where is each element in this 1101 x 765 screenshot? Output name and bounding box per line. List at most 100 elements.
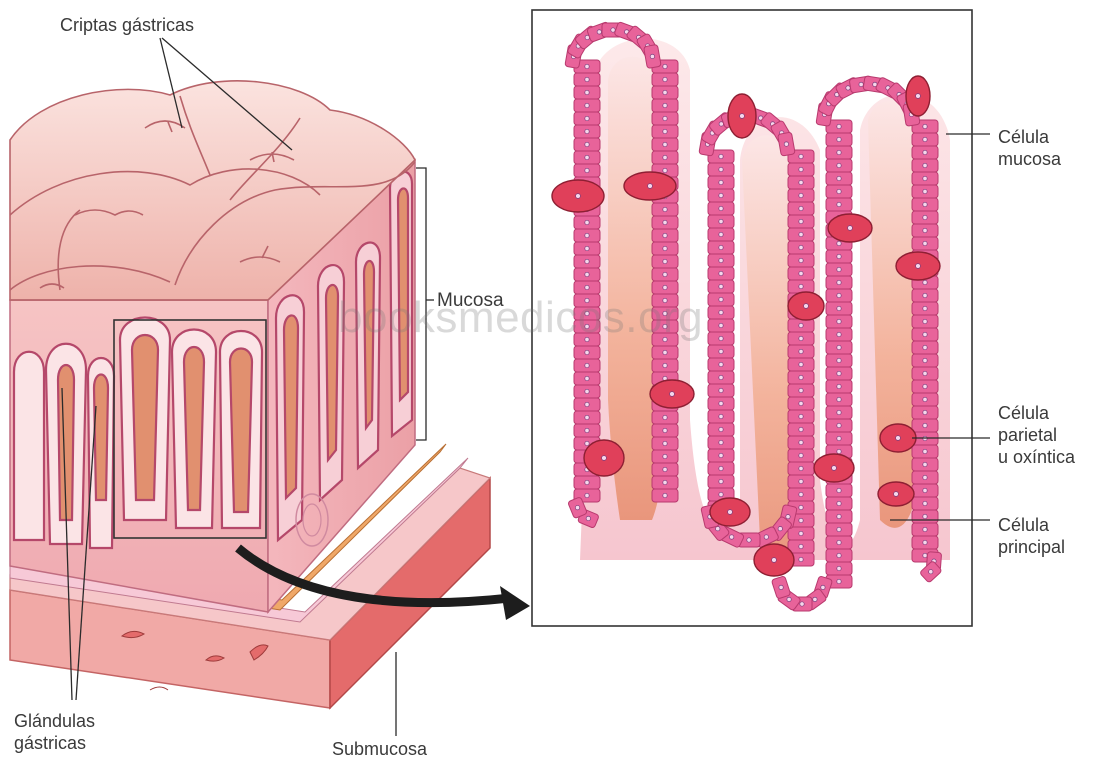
cell-nucleus <box>585 363 589 367</box>
cell-nucleus <box>799 375 803 379</box>
parietal-nucleus <box>896 436 901 441</box>
cell-nucleus <box>663 233 667 237</box>
parietal-nucleus <box>602 456 607 461</box>
cell-nucleus <box>923 124 927 128</box>
cell-nucleus <box>923 397 927 401</box>
cell-nucleus <box>923 280 927 284</box>
cell-nucleus <box>586 516 590 520</box>
cell-nucleus <box>719 453 723 457</box>
cell-nucleus <box>923 449 927 453</box>
cell-nucleus <box>799 518 803 522</box>
cell-nucleus <box>585 77 589 81</box>
cell-nucleus <box>663 272 667 276</box>
cell-nucleus <box>923 514 927 518</box>
cell-nucleus <box>799 336 803 340</box>
cell-nucleus <box>719 219 723 223</box>
cell-nucleus <box>846 86 850 90</box>
cell-nucleus <box>923 215 927 219</box>
cell-nucleus <box>719 297 723 301</box>
cell-nucleus <box>923 371 927 375</box>
cell-nucleus <box>837 540 841 544</box>
cell-nucleus <box>663 428 667 432</box>
cell-nucleus <box>719 492 723 496</box>
cell-nucleus <box>799 258 803 262</box>
cell-nucleus <box>923 306 927 310</box>
cell-nucleus <box>813 597 817 601</box>
cell-nucleus <box>821 585 825 589</box>
cell-nucleus <box>663 207 667 211</box>
vessel <box>150 687 168 690</box>
cell-nucleus <box>719 284 723 288</box>
cell-nucleus <box>663 246 667 250</box>
parietal-nucleus <box>576 194 581 199</box>
cell-nucleus <box>837 579 841 583</box>
cell-nucleus <box>585 415 589 419</box>
label-cel-principal-line1: Célula <box>998 514 1065 536</box>
cell-nucleus <box>663 415 667 419</box>
cell-nucleus <box>784 142 788 146</box>
cell-nucleus <box>799 427 803 431</box>
cell-nucleus <box>663 480 667 484</box>
cell-nucleus <box>837 189 841 193</box>
cell-nucleus <box>837 267 841 271</box>
cell-nucleus <box>799 453 803 457</box>
cell-nucleus <box>764 535 768 539</box>
cell-nucleus <box>799 388 803 392</box>
cell-nucleus <box>799 401 803 405</box>
cell-nucleus <box>719 336 723 340</box>
cell-nucleus <box>663 467 667 471</box>
cell-nucleus <box>837 384 841 388</box>
cell-nucleus <box>837 436 841 440</box>
cell-nucleus <box>719 232 723 236</box>
cell-nucleus <box>585 350 589 354</box>
cell-nucleus <box>837 358 841 362</box>
cell-nucleus <box>719 440 723 444</box>
cell-nucleus <box>611 28 615 32</box>
cell-nucleus <box>923 358 927 362</box>
cell-nucleus <box>837 371 841 375</box>
cell-nucleus <box>837 566 841 570</box>
label-glandulas: Glándulas gástricas <box>14 710 95 754</box>
cell-nucleus <box>799 479 803 483</box>
cell-nucleus <box>837 553 841 557</box>
label-glandulas-line2: gástricas <box>14 732 95 754</box>
cell-nucleus <box>923 319 927 323</box>
cell-nucleus <box>799 206 803 210</box>
cell-nucleus <box>837 254 841 258</box>
cell-nucleus <box>837 449 841 453</box>
cell-nucleus <box>923 137 927 141</box>
watermark: booksmedicos.org <box>338 293 703 343</box>
cell-nucleus <box>585 285 589 289</box>
cell-nucleus <box>837 488 841 492</box>
cell-nucleus <box>837 176 841 180</box>
cell-nucleus <box>799 414 803 418</box>
cell-nucleus <box>837 410 841 414</box>
parietal-nucleus <box>740 114 745 119</box>
cell-nucleus <box>663 285 667 289</box>
label-glandulas-line1: Glándulas <box>14 710 95 732</box>
cell-nucleus <box>719 167 723 171</box>
cell-nucleus <box>923 527 927 531</box>
cell-nucleus <box>663 142 667 146</box>
cell-nucleus <box>799 349 803 353</box>
cell-nucleus <box>799 271 803 275</box>
cell-nucleus <box>799 219 803 223</box>
cell-nucleus <box>585 220 589 224</box>
cell-nucleus <box>799 531 803 535</box>
cell-nucleus <box>663 155 667 159</box>
cell-nucleus <box>837 423 841 427</box>
cell-nucleus <box>575 505 579 509</box>
cell-nucleus <box>837 345 841 349</box>
cell-nucleus <box>923 176 927 180</box>
cell-nucleus <box>799 492 803 496</box>
cell-nucleus <box>719 388 723 392</box>
cell-nucleus <box>799 245 803 249</box>
cell-nucleus <box>663 441 667 445</box>
parietal-nucleus <box>916 94 921 99</box>
cell-nucleus <box>585 259 589 263</box>
cell-nucleus <box>719 349 723 353</box>
cell-nucleus <box>837 124 841 128</box>
cell-nucleus <box>837 293 841 297</box>
parietal-nucleus <box>728 510 733 515</box>
cell-nucleus <box>719 466 723 470</box>
